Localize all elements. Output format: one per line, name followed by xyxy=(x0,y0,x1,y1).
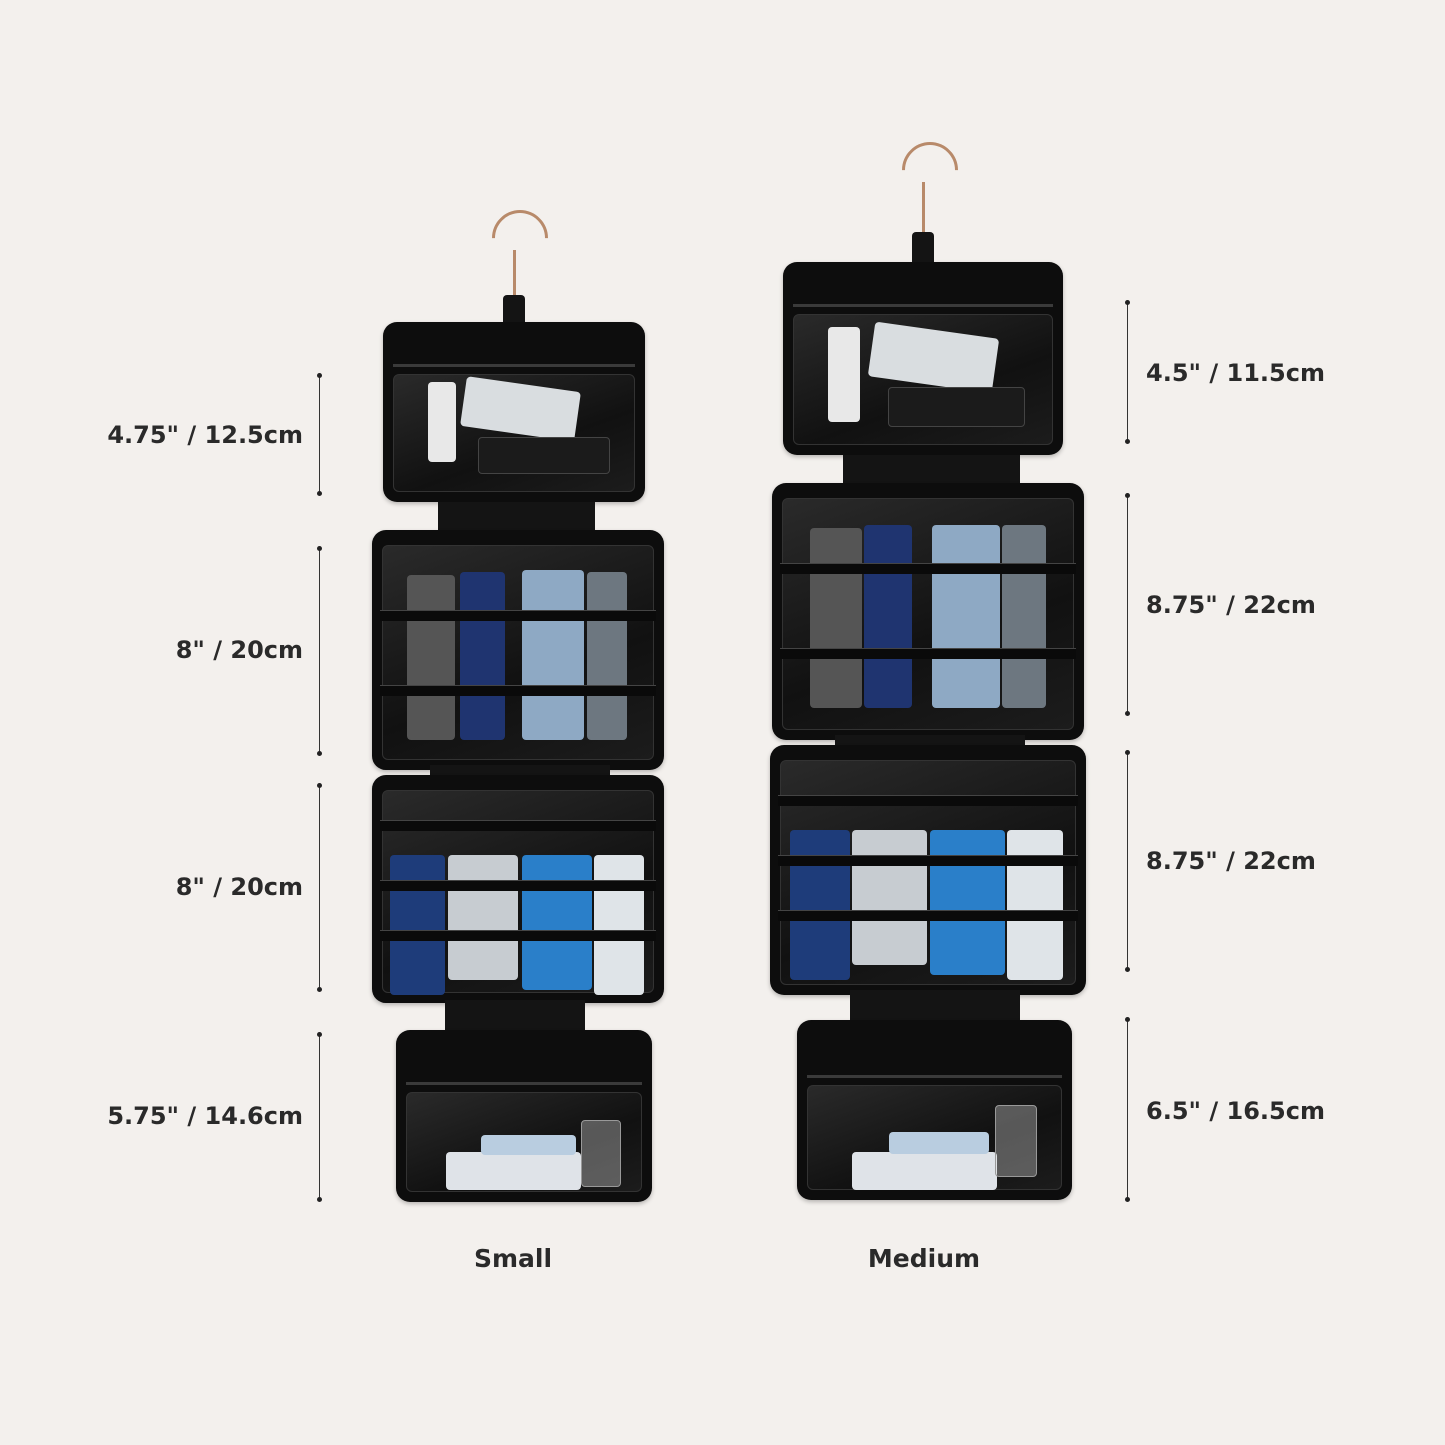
medium-caption: Medium xyxy=(867,1244,981,1273)
bottom-compartment xyxy=(797,1020,1072,1200)
dimension-line xyxy=(1125,1017,1130,1202)
dimension-line xyxy=(317,546,322,756)
medium-section2-dimension-label: 8.75" / 22cm xyxy=(1146,847,1316,875)
bottom-compartment xyxy=(396,1030,652,1202)
small-caption: Small xyxy=(473,1244,553,1273)
middle-compartment-1 xyxy=(772,483,1084,740)
hanger-hook-icon xyxy=(480,198,560,278)
medium-top-dimension-label: 4.5" / 11.5cm xyxy=(1146,359,1325,387)
dimension-line xyxy=(1125,750,1130,972)
hanger-loop xyxy=(503,295,525,330)
hanger-stem xyxy=(922,182,925,237)
hanger-stem xyxy=(513,250,516,300)
small-top-dimension-label: 4.75" / 12.5cm xyxy=(107,421,303,449)
medium-section1-dimension-label: 8.75" / 22cm xyxy=(1146,591,1316,619)
middle-compartment-1 xyxy=(372,530,664,770)
dimension-line xyxy=(317,783,322,992)
hanger-hook-icon xyxy=(890,130,970,210)
medium-bottom-dimension-label: 6.5" / 16.5cm xyxy=(1146,1097,1325,1125)
dimension-line xyxy=(1125,300,1130,444)
small-section1-dimension-label: 8" / 20cm xyxy=(175,636,303,664)
small-bottom-dimension-label: 5.75" / 14.6cm xyxy=(107,1102,303,1130)
top-compartment xyxy=(383,322,645,502)
middle-compartment-2 xyxy=(770,745,1086,995)
small-section2-dimension-label: 8" / 20cm xyxy=(175,873,303,901)
dimension-line xyxy=(1125,493,1130,716)
dimension-line xyxy=(317,373,322,496)
hanger-loop xyxy=(912,232,934,270)
dimension-line xyxy=(317,1032,322,1202)
middle-compartment-2 xyxy=(372,775,664,1003)
top-compartment xyxy=(783,262,1063,455)
